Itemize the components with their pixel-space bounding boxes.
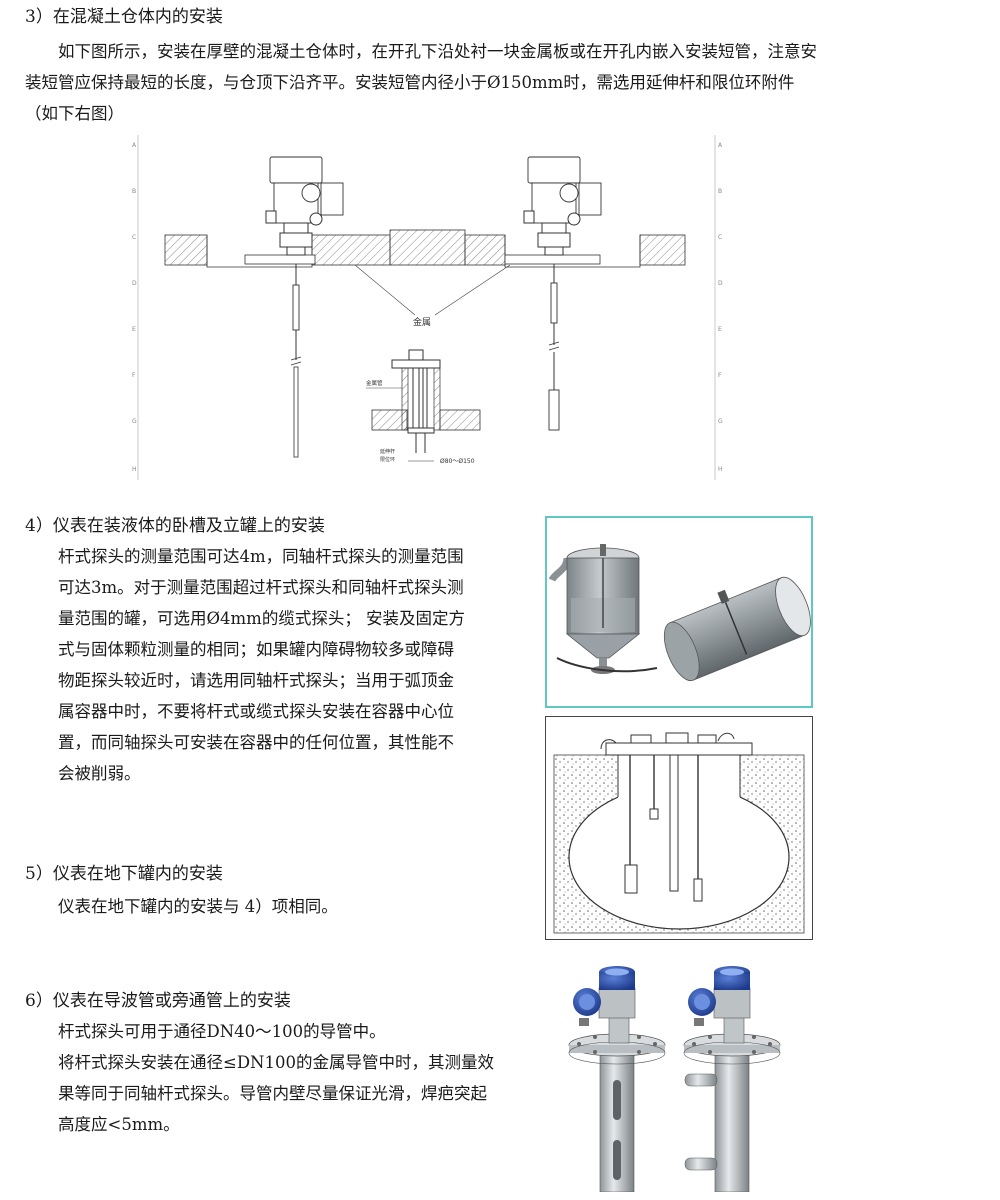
- row-letter-d: D: [132, 280, 137, 287]
- section4-line: 物距探头较近时，请选用同轴杆式探头；当用于弧顶金: [58, 671, 454, 690]
- section4-line: 属容器中时，不要将杆式或缆式探头安装在容器中心位: [58, 702, 454, 721]
- row-letter-c-right: C: [718, 234, 722, 241]
- section5-heading: 5）仪表在地下罐内的安装: [25, 864, 223, 884]
- row-letter-c: C: [132, 234, 136, 241]
- row-letter-f: F: [132, 372, 136, 379]
- row-letter-a-right: A: [718, 142, 723, 149]
- detail-drawing: 金属管 延伸杆 限位环 Ø80～Ø150: [366, 349, 481, 465]
- section6-heading: 6）仪表在导波管或旁通管上的安装: [25, 991, 291, 1011]
- row-letter-h: H: [132, 466, 137, 473]
- section3-paragraph: 如下图所示，安装在厚壁的混凝土仓体时，在开孔下沿处衬一块金属板或在开孔内嵌入安装…: [25, 36, 825, 129]
- row-letter-f-right: F: [718, 372, 722, 379]
- row-letter-g: G: [132, 418, 137, 425]
- row-letter-g-right: G: [718, 418, 723, 425]
- concrete-silo-install-drawing: A B C D E F G H A B C D E F G H: [132, 135, 723, 480]
- section3-heading: 3）在混凝土仓体内的安装: [25, 7, 223, 27]
- limit-ring-label: 限位环: [380, 456, 395, 463]
- section4-heading: 4）仪表在装液体的卧槽及立罐上的安装: [25, 516, 325, 536]
- underground-tank-illustration: [553, 732, 805, 934]
- row-letter-e: E: [132, 326, 136, 333]
- underground-tank-figure: [545, 716, 813, 940]
- section4-line: 杆式探头的测量范围可达4m，同轴杆式探头的测量范围: [58, 547, 464, 566]
- section4-line: 会被削弱。: [58, 764, 141, 783]
- section4-line: 置，而同轴探头可安装在容器中的任何位置，其性能不: [58, 733, 454, 752]
- section4-paragraph: 杆式探头的测量范围可达4m，同轴杆式探头的测量范围 可达3m。对于测量范围超过杆…: [58, 541, 528, 789]
- section6-paragraph: 杆式探头可用于通径DN40～100的导管中。 将杆式探头安装在通径≤DN100的…: [58, 1016, 558, 1140]
- row-letter-d-right: D: [718, 280, 723, 287]
- row-letter-b-right: B: [718, 188, 722, 195]
- section3-text: 如下图所示，安装在厚壁的混凝土仓体时，在开孔下沿处衬一块金属板或在开孔内嵌入安装…: [25, 42, 817, 123]
- section4-line: 量范围的罐，可选用Ø4mm的缆式探头； 安装及固定方: [58, 609, 466, 628]
- pipe-label: 金属管: [366, 379, 383, 387]
- metal-label: 金属: [413, 316, 431, 328]
- section6-line: 果等同于同轴杆式探头。导管内壁尽量保证光滑，焊疤突起: [58, 1084, 487, 1103]
- section6-line: 将杆式探头安装在通径≤DN100的金属导管中时，其测量效: [58, 1053, 494, 1072]
- row-letter-a: A: [132, 142, 137, 149]
- section6-line: 高度应<5mm。: [58, 1115, 180, 1134]
- instrument-left: [265, 156, 344, 458]
- row-letter-b: B: [132, 188, 136, 195]
- concrete-roof: [164, 229, 686, 268]
- row-letter-e-right: E: [718, 326, 722, 333]
- section5-line: 仪表在地下罐内的安装与 4）项相同。: [58, 897, 338, 916]
- ext-rod-label: 延伸杆: [380, 448, 395, 455]
- section5-paragraph: 仪表在地下罐内的安装与 4）项相同。: [58, 891, 338, 922]
- dimension-label: Ø80～Ø150: [440, 458, 475, 465]
- section4-line: 可达3m。对于测量范围超过杆式探头和同轴杆式探头测: [58, 578, 464, 597]
- instrument-right: [523, 156, 602, 431]
- row-letter-h-right: H: [718, 466, 723, 473]
- bypass-pipe-illustration: [568, 966, 781, 1192]
- section6-line: 杆式探头可用于通径DN40～100的导管中。: [58, 1022, 386, 1041]
- section4-line: 式与固体颗粒测量的相同；如果罐内障碍物较多或障碍: [58, 640, 454, 659]
- bypass-pipe-right: [683, 966, 781, 1192]
- liquid-tanks-figure: [545, 516, 813, 708]
- tanks-illustration: [548, 544, 811, 682]
- guide-pipe-left: [568, 966, 666, 1192]
